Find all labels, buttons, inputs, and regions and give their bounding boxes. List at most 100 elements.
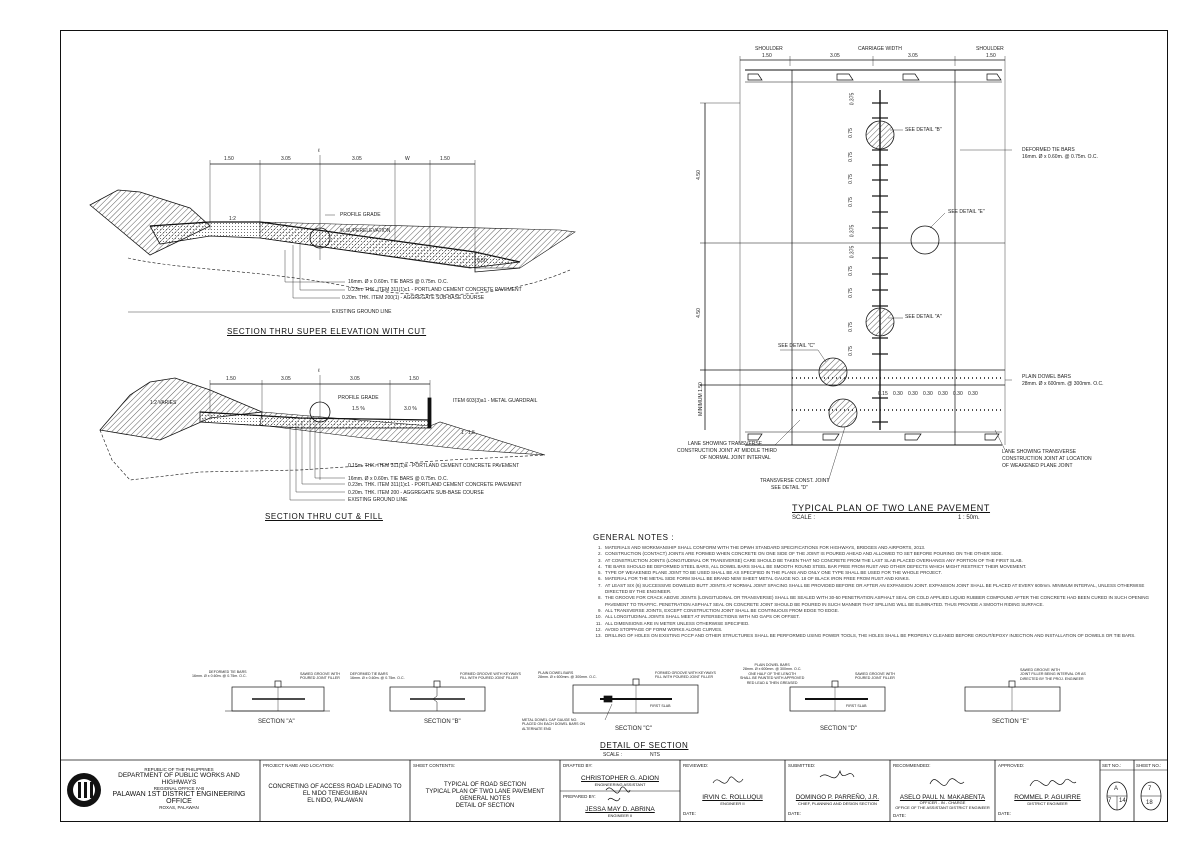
detail-section-d xyxy=(789,680,886,712)
detail-c-bottom-note: METAL DOWEL CAP GAUGE NO. PLACED ON EACH… xyxy=(522,718,585,731)
label-pccp-c1: 0.23m. THK. ITEM 311(1)c1 - PORTLAND CEM… xyxy=(348,482,522,488)
dowel-spacing-label: 0.30 xyxy=(953,391,963,397)
submitted-date: DATE: xyxy=(788,811,801,816)
note-item: CONSTRUCTION (CONTACT) JOINTS ARE FORMED… xyxy=(603,551,1165,557)
drawing-sheet-border xyxy=(60,30,1168,822)
plan-scale-value: 1 : 50m. xyxy=(958,515,980,521)
general-notes-heading: GENERAL NOTES : xyxy=(593,533,675,542)
detail-section-e xyxy=(964,680,1061,712)
set-number-b: 14 xyxy=(1119,798,1126,804)
detail-c-slab: FIRST SLAB xyxy=(650,704,671,708)
detail-c-right-note: FORMED GROOVE WITH KEYWAYS FILL WITH POU… xyxy=(655,671,716,680)
plan-title: TYPICAL PLAN OF TWO LANE PAVEMENT xyxy=(792,503,991,513)
recommended-label: RECOMMENDED: xyxy=(893,763,931,768)
approved-by: ROMMEL P. AGUIRRE DISTRICT ENGINEER xyxy=(996,794,1099,806)
approved-name: ROMMEL P. AGUIRRE xyxy=(1014,794,1081,801)
plan-dim-2: 3.05 xyxy=(830,53,840,59)
submitted-label: SUBMITTED: xyxy=(788,763,816,768)
dowel-spacing-label: 0.30 xyxy=(923,391,933,397)
slope-label: 1:2 xyxy=(229,216,236,222)
spacing-label: 0.75 xyxy=(847,152,854,162)
agency-line-4: PALAWAN 1ST DISTRICT ENGINEERING OFFICE xyxy=(112,791,246,805)
callout-detail-a: SEE DETAIL "A" xyxy=(905,314,942,320)
general-notes: GENERAL NOTES : MATERIALS AND WORKMANSHI… xyxy=(593,533,1165,639)
note-dowel-bars: PLAIN DOWEL BARS xyxy=(1022,374,1071,380)
plan-shoulder-right: SHOULDER xyxy=(976,46,1004,52)
dpwh-logo xyxy=(67,773,101,807)
note-transverse-right-1: LANE SHOWING TRANSVERSE xyxy=(1002,449,1077,455)
spacing-label: 0.375 xyxy=(849,92,856,106)
approved-role: DISTRICT ENGINEER xyxy=(1027,801,1068,806)
slope-1: 1.5 % xyxy=(352,406,365,412)
set-letter: A xyxy=(1114,786,1119,792)
note-tie-bars: DEFORMED TIE BARS xyxy=(1022,147,1075,153)
label-existing-ground: EXISTING GROUND LINE xyxy=(332,309,392,315)
submitted-name: DOMINGO P. PARREÑO, J.R. xyxy=(795,794,880,801)
agency-line-2: DEPARTMENT OF PUBLIC WORKS AND HIGHWAYS xyxy=(118,772,240,786)
dim-shoulder-left: 1.50 xyxy=(224,156,234,162)
centerline-symbol-2: ℓ xyxy=(318,368,320,374)
submitted-by: DOMINGO P. PARREÑO, J.R. CHIEF, PLANNING… xyxy=(786,794,889,806)
prepared-label: PREPARED BY: xyxy=(563,794,596,799)
depth-label: 0.50 xyxy=(477,258,487,264)
reviewed-date: DATE: xyxy=(683,811,696,816)
note-tie-bars-size: 16mm. Ø x 0.60m. @ 0.75m. O.C. xyxy=(1022,154,1098,160)
slope-fill: 1 : 1.5 xyxy=(461,430,475,436)
set-no-label: SET NO.: xyxy=(1102,763,1122,768)
note-item: AVOID STOPPAGE OF FORM WORKS ALONG CURVE… xyxy=(603,627,1165,633)
recommended-by: ASELO PAUL N. MAKABENTA OFFICER - IN - C… xyxy=(891,794,994,810)
plan-left-dim-2: 4.50 xyxy=(695,308,702,318)
detail-c-left-note: PLAIN DOWEL BARS 28mm. Ø x 600mm. @ 300m… xyxy=(538,671,597,680)
note-item: ALL LONGITUDINAL JOINTS SHALL MEET AT IN… xyxy=(603,614,1165,620)
plan-dim-1: 1.50 xyxy=(762,53,772,59)
detail-section-a xyxy=(225,680,330,712)
section-cut-fill-drawing xyxy=(99,375,546,501)
note-transverse-right-2: CONSTRUCTION JOINT AT LOCATION xyxy=(1002,456,1092,462)
section-2-title: SECTION THRU CUT & FILL xyxy=(265,512,383,521)
label-existing-ground-2: EXISTING GROUND LINE xyxy=(348,497,408,503)
dowel-spacing-label: 0.15 xyxy=(878,391,888,397)
project-line-2: EL NIDO TENEGUIBAN xyxy=(302,791,368,797)
contents-label: SHEET CONTENTS: xyxy=(413,763,456,768)
detail-d-right-note: SAWED GROOVE WITH POURED JOINT FILLER xyxy=(855,672,895,681)
plan-view-drawing xyxy=(700,56,1012,483)
plan-scale-label: SCALE : xyxy=(792,515,816,521)
prepared-role: ENGINEER II xyxy=(607,813,633,818)
prepared-by: JESSA MAY D. ABRINA ENGINEER II xyxy=(562,806,678,818)
drafted-role: ENGINEERING ASSISTANT xyxy=(594,782,646,787)
slope-cut: 1:2 VARIES xyxy=(150,400,177,406)
note-item: ALL TRANSVERSE JOINTS, EXCEPT CONSTRUCTI… xyxy=(603,608,1165,614)
project-line-3: EL NIDO, PALAWAN xyxy=(307,798,363,804)
plan-tie-bars xyxy=(872,102,888,423)
label-tie-bars-2: 16mm. Ø x 0.60m. TIE BARS @ 0.75m. O.C. xyxy=(348,476,449,482)
detail-d-slab: FIRST SLAB xyxy=(846,704,867,708)
dim-shoulder-right: 1.50 xyxy=(440,156,450,162)
note-item: DRILLING OF HOLES ON EXISTING PCCP AND O… xyxy=(603,633,1165,639)
recommended-role: OFFICER - IN - CHARGE OFFICE OF THE ASSI… xyxy=(895,800,990,810)
contents-line-4: DETAIL OF SECTION xyxy=(455,803,515,809)
note-item: MATERIALS AND WORKMANSHIP SHALL CONFORM … xyxy=(603,545,1165,551)
label-guardrail: ITEM 603(3)a1 - METAL GUARDRAIL xyxy=(453,398,538,404)
detail-a-title: SECTION "A" xyxy=(258,719,295,725)
note-transverse-left-3: OF NORMAL JOINT INTERVAL xyxy=(700,455,771,461)
approved-date: DATE: xyxy=(998,811,1011,816)
dim-shoulder-left-2: 1.50 xyxy=(226,376,236,382)
dim-lane-left: 3.05 xyxy=(281,156,291,162)
label-superelevation: % SUPERELEVATION xyxy=(340,228,391,234)
title-block-grid xyxy=(60,759,1168,822)
set-number-a: 7 xyxy=(1108,798,1112,804)
section-1-title: SECTION THRU SUPER ELEVATION WITH CUT xyxy=(227,327,427,336)
dowel-spacing-label: 0.30 xyxy=(893,391,903,397)
label-subbase-2: 0.20m. THK. ITEM 200 - AGGREGATE SUB-BAS… xyxy=(348,490,484,496)
note-item: ALL DIMENSIONS ARE IN METER UNLESS OTHER… xyxy=(603,621,1165,627)
note-item: THE GROOVE FOR CRACK ABOVE JOINTS (LONGI… xyxy=(603,595,1165,608)
detail-d-left-note: PLAIN DOWEL BARS 28mm. Ø x 600mm. @ 300m… xyxy=(740,663,805,685)
callout-detail-b: SEE DETAIL "B" xyxy=(905,127,942,133)
label-tie-bars: 16mm. Ø x 0.60m. TIE BARS @ 0.75m. O.C. xyxy=(348,279,449,285)
detail-b-right-note: FORMED GROOVE WITH KEYWAYS FILL WITH POU… xyxy=(460,672,521,681)
spacing-label: 0.75 xyxy=(847,128,854,138)
recommended-name: ASELO PAUL N. MAKABENTA xyxy=(899,794,986,801)
contents-line-3: GENERAL NOTES xyxy=(459,796,511,802)
spacing-label: 0.75 xyxy=(847,288,854,298)
dowel-spacing-label: 0.30 xyxy=(968,391,978,397)
